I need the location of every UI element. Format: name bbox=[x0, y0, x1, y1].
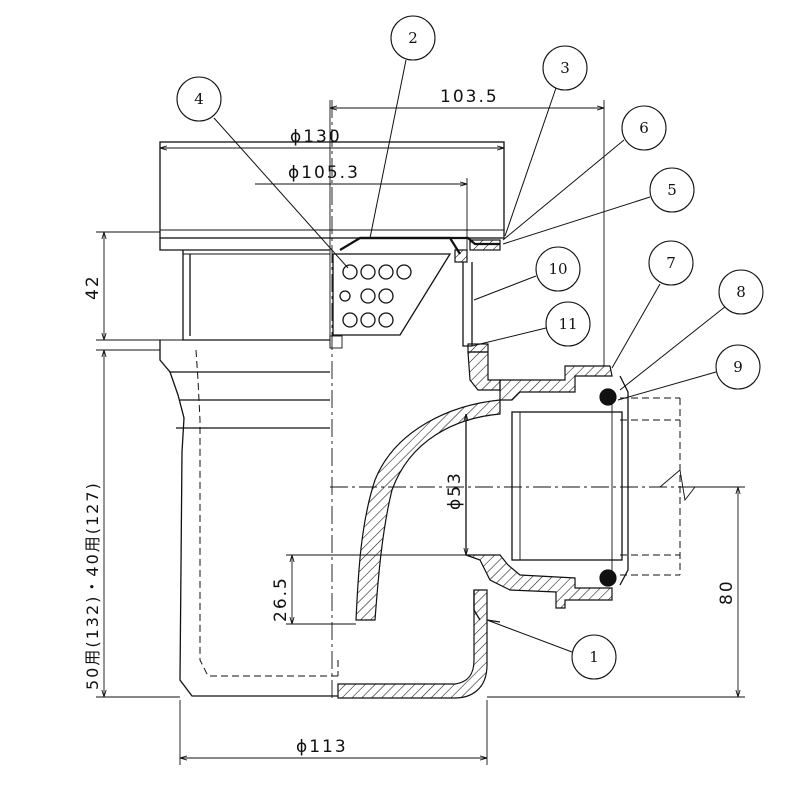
callout-5: 5 bbox=[502, 167, 695, 245]
callout-11: 11 bbox=[471, 301, 591, 347]
callout-6: 6 bbox=[502, 105, 667, 241]
callout-9: 9 bbox=[617, 344, 761, 401]
dimension-103-5: 103.5 bbox=[329, 87, 605, 366]
dim-105-3-label: ϕ105.3 bbox=[288, 163, 360, 183]
callout-2: 2 bbox=[369, 15, 436, 239]
main-body-section bbox=[337, 351, 613, 699]
dim-80-label: 80 bbox=[717, 579, 737, 605]
trap-basket bbox=[332, 236, 461, 336]
svg-text:9: 9 bbox=[733, 358, 743, 376]
callout-10: 10 bbox=[473, 246, 581, 301]
upper-body bbox=[182, 250, 343, 349]
dim-26-5-label: 26.5 bbox=[271, 576, 291, 622]
callout-7: 7 bbox=[611, 240, 694, 369]
svg-text:3: 3 bbox=[560, 59, 570, 77]
dimension-132-127: 50用(132)・40用(127) bbox=[83, 349, 180, 698]
dimension-80: 80 bbox=[487, 486, 745, 698]
dimension-42: 42 bbox=[83, 231, 183, 341]
dim-132-127-label: 50用(132)・40用(127) bbox=[83, 481, 102, 690]
dim-130-label: ϕ130 bbox=[290, 127, 342, 147]
svg-text:4: 4 bbox=[194, 90, 204, 108]
dimension-53: ϕ53 bbox=[445, 414, 466, 555]
svg-text:7: 7 bbox=[666, 254, 676, 272]
dim-53-label: ϕ53 bbox=[445, 471, 465, 510]
dimension-113: ϕ113 bbox=[179, 700, 488, 765]
callout-3: 3 bbox=[504, 45, 588, 237]
callout-8: 8 bbox=[619, 269, 764, 391]
svg-text:10: 10 bbox=[548, 260, 567, 278]
svg-text:1: 1 bbox=[589, 648, 599, 666]
svg-text:6: 6 bbox=[639, 119, 649, 137]
dim-113-label: ϕ113 bbox=[296, 737, 348, 757]
dimension-130: ϕ130 bbox=[160, 127, 504, 148]
svg-text:2: 2 bbox=[408, 29, 418, 47]
basket-holes bbox=[339, 264, 412, 328]
callout-1: 1 bbox=[486, 619, 617, 680]
dimension-26-5: 26.5 bbox=[271, 554, 466, 625]
outlet-pipe bbox=[511, 375, 681, 587]
callout-4: 4 bbox=[176, 76, 349, 269]
body-outline bbox=[159, 340, 501, 697]
dim-103-5-label: 103.5 bbox=[440, 87, 499, 107]
svg-text:5: 5 bbox=[667, 181, 677, 199]
dim-42-label: 42 bbox=[83, 274, 103, 300]
dimension-105-3: ϕ105.3 bbox=[255, 163, 468, 250]
svg-text:8: 8 bbox=[736, 283, 746, 301]
svg-text:11: 11 bbox=[558, 315, 577, 333]
inner-sleeve bbox=[454, 239, 501, 353]
